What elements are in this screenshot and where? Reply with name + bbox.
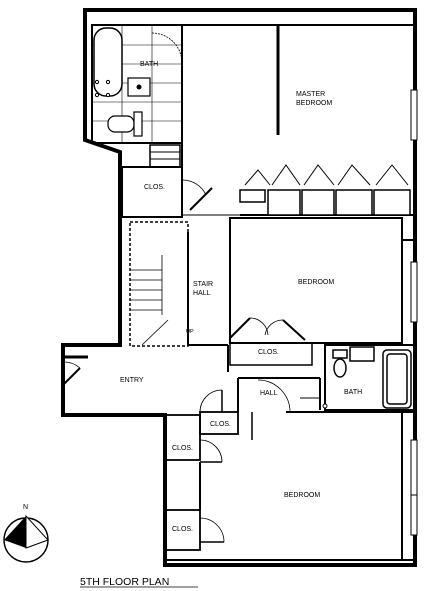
- room-label-clos-middle: CLOS.: [258, 349, 279, 356]
- north-label: N: [23, 504, 28, 511]
- top-bath: [91, 24, 183, 144]
- stair-up-label: UP: [186, 329, 194, 335]
- closet-middle: [229, 317, 313, 366]
- closet-left-upper: [164, 414, 223, 463]
- master-bedroom-walls: [181, 24, 415, 216]
- lower-bedroom-walls: [165, 412, 415, 561]
- north-arrow: [3, 514, 49, 563]
- plan-title: 5TH FLOOR PLAN: [80, 576, 169, 588]
- room-label-bedroom-lower: BEDROOM: [284, 492, 320, 499]
- toilet: [107, 115, 135, 133]
- room-label-master-2: BEDROOM: [296, 100, 332, 107]
- room-label-clos-left-lower: CLOS.: [172, 526, 193, 533]
- stair-hall: [129, 221, 189, 347]
- hall-area: [237, 377, 415, 413]
- room-label-bedroom-middle: BEDROOM: [298, 279, 334, 286]
- toilet-lower: [333, 358, 347, 378]
- closet-upper: [121, 166, 213, 218]
- middle-bedroom-walls: [229, 217, 415, 344]
- entry-area: [62, 344, 229, 386]
- lower-bath: [324, 344, 416, 411]
- room-label-master-1: MASTER: [296, 91, 325, 98]
- room-label-stair-2: HALL: [193, 290, 211, 297]
- closet-left-lower: [164, 509, 225, 551]
- room-label-stair-1: STAIR: [193, 281, 213, 288]
- room-label-hall: HALL: [260, 390, 278, 397]
- room-label-bath-lower: BATH: [344, 389, 362, 396]
- windows-right: [410, 89, 418, 536]
- room-label-bath-top: BATH: [140, 61, 158, 68]
- bathtub-lower: [382, 349, 412, 409]
- bathtub: [93, 27, 123, 97]
- room-label-entry: ENTRY: [120, 377, 144, 384]
- master-closets: [239, 164, 411, 216]
- room-label-clos-left-upper: CLOS.: [172, 445, 193, 452]
- sink-lower: [349, 346, 375, 362]
- shelf-unit: [149, 144, 181, 168]
- room-label-clos-hall: CLOS.: [210, 421, 231, 428]
- room-label-clos-upper: CLOS.: [144, 184, 165, 191]
